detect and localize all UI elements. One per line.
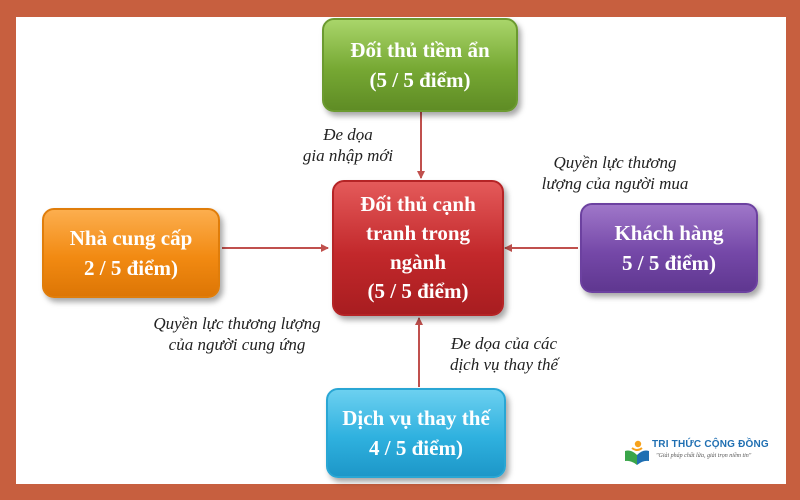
- box-center-line-4: (5 / 5 điểm): [367, 279, 469, 303]
- note-supplier-power: Quyền lực thương lượng của người cung ứn…: [134, 313, 340, 355]
- box-center-line-1: Đối thủ cạnh: [360, 192, 476, 216]
- box-bottom-line-2: 4 / 5 điểm): [369, 436, 463, 460]
- box-suppliers: Nhà cung cấp 2 / 5 điểm): [42, 208, 220, 298]
- box-center-line-3: ngành: [389, 250, 447, 274]
- box-top-line-2: (5 / 5 điểm): [369, 68, 471, 92]
- box-industry-rivals: Đối thủ cạnh tranh trong ngành (5 / 5 đi…: [332, 180, 504, 316]
- note-new-entrants: Đe dọa gia nhập mới: [288, 124, 408, 166]
- note-top-line-2: gia nhập mới: [302, 146, 394, 165]
- note-bottom-line-2: dịch vụ thay thế: [449, 355, 559, 374]
- logo-tagline: "Giải pháp chất lừa, giải trọn niềm tin": [656, 453, 752, 459]
- box-substitutes: Dịch vụ thay thế 4 / 5 điểm): [326, 388, 506, 478]
- note-bottom-line-1: Đe dọa của các: [450, 334, 558, 353]
- brand-logo: TRI THỨC CỘNG ĐỒNG "Giải pháp chất lừa, …: [622, 437, 769, 469]
- note-top-line-1: Đe dọa: [323, 125, 373, 144]
- box-left-line-2: 2 / 5 điểm): [84, 256, 178, 280]
- box-bottom-line-1: Dịch vụ thay thế: [342, 406, 490, 430]
- note-right-line-2: lượng của người mua: [541, 174, 689, 193]
- note-buyer-power: Quyền lực thương lượng của người mua: [520, 152, 710, 194]
- note-right-line-1: Quyền lực thương: [553, 153, 677, 172]
- box-left-line-1: Nhà cung cấp: [69, 226, 193, 250]
- book-person-icon: [625, 440, 649, 465]
- note-left-line-1: Quyền lực thương lượng: [153, 314, 321, 333]
- box-center-line-2: tranh trong: [365, 221, 471, 245]
- box-right-line-2: 5 / 5 điểm): [622, 251, 716, 275]
- box-right-line-1: Khách hàng: [614, 221, 724, 245]
- box-top-line-1: Đối thủ tiềm ẩn: [350, 38, 490, 62]
- note-substitute-threat: Đe dọa của các dịch vụ thay thế: [432, 333, 576, 375]
- box-customers: Khách hàng 5 / 5 điểm): [580, 203, 758, 293]
- box-potential-competitors: Đối thủ tiềm ẩn (5 / 5 điểm): [322, 18, 518, 112]
- logo-title: TRI THỨC CỘNG ĐỒNG: [652, 439, 769, 450]
- note-left-line-2: của người cung ứng: [168, 335, 306, 354]
